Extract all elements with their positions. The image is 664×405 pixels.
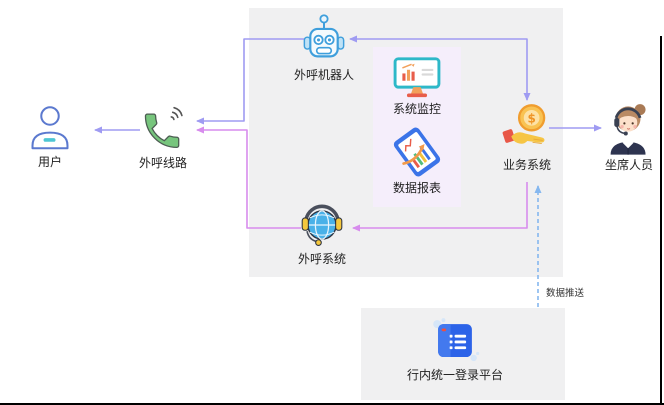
phone-icon (144, 106, 183, 149)
node-data-report-label: 数据报表 (392, 181, 441, 195)
node-outbound-line-label: 外呼线路 (138, 156, 187, 170)
node-business-system: $ 业务系统 (489, 101, 565, 172)
node-data-report: 数据报表 (379, 126, 455, 195)
tablet-chart-icon (393, 127, 441, 177)
node-outbound-robot: 外呼机器人 (281, 13, 367, 82)
hand-coin-icon: $ (502, 104, 546, 145)
document-cell-border-right (660, 36, 662, 405)
node-user-label: 用户 (37, 155, 62, 169)
node-outbound-system-label: 外呼系统 (297, 252, 346, 266)
robot-icon (303, 14, 345, 58)
monitor-chart-icon (393, 57, 441, 98)
node-system-monitoring-label: 系统监控 (392, 102, 441, 116)
node-business-system-label: 业务系统 (502, 158, 551, 172)
globe-headset-icon (301, 204, 343, 246)
data-push-edge-label: 数据推送 (546, 288, 585, 299)
node-outbound-robot-label: 外呼机器人 (293, 68, 354, 82)
app-window-icon (433, 318, 480, 362)
person-icon (31, 106, 69, 150)
node-unified-login-platform-label: 行内统一登录平台 (406, 368, 503, 382)
node-outbound-line: 外呼线路 (125, 103, 201, 170)
node-user: 用户 (18, 104, 82, 169)
svg-text:$: $ (527, 111, 535, 125)
document-cell-border-bottom (0, 403, 664, 405)
node-unified-login-platform: 行内统一登录平台 (404, 317, 506, 382)
node-system-monitoring: 系统监控 (379, 57, 455, 116)
agent-headset-icon (610, 104, 646, 155)
node-agent-staff-label: 坐席人员 (604, 158, 653, 172)
node-agent-staff: 坐席人员 (592, 101, 664, 172)
node-outbound-system: 外呼系统 (287, 201, 357, 266)
